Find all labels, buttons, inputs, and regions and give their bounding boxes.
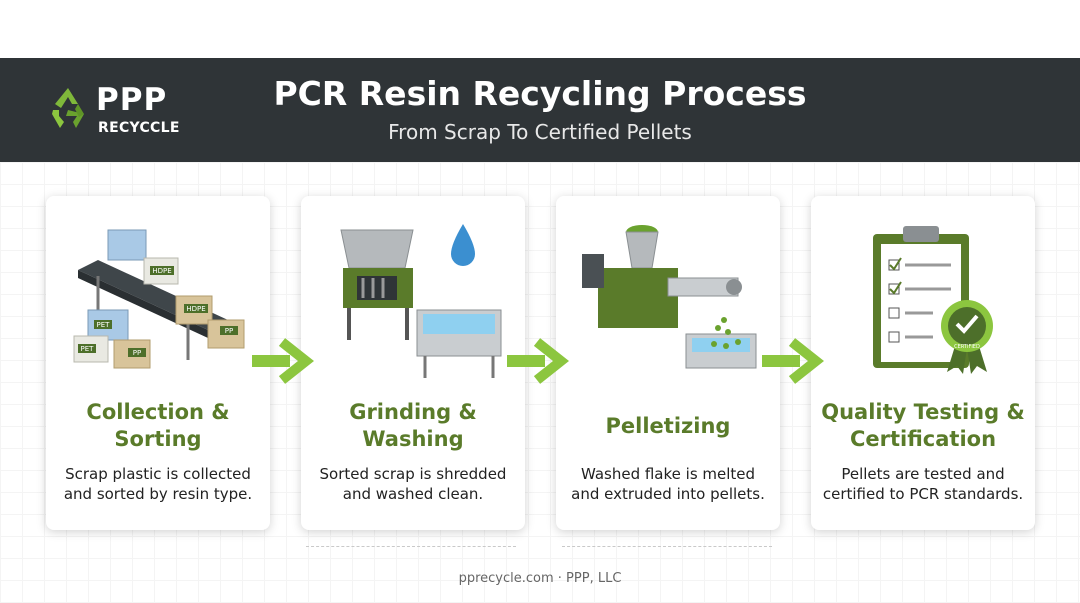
step-title: Pelletizing	[605, 413, 731, 438]
clipboard-certified-icon: CERTIFIED	[823, 210, 1023, 390]
bale-label: PP	[133, 349, 141, 357]
step-description: Scrap plastic is collected and sorted by…	[63, 465, 253, 503]
bale-label: HDPE	[152, 267, 171, 275]
arrow-right-icon	[252, 338, 314, 384]
divider	[306, 546, 516, 547]
seal-text: CERTIFIED	[954, 344, 980, 350]
bale-label: HDPE	[186, 305, 205, 313]
bale-label: PET	[97, 321, 111, 329]
step-title: Collection & Sorting	[86, 400, 230, 451]
brand-subname: RECYCCLE	[98, 120, 180, 136]
extruder-icon	[568, 210, 768, 390]
divider	[562, 546, 772, 547]
step-description: Pellets are tested and certified to PCR …	[822, 465, 1024, 503]
arrow-right-icon	[762, 338, 824, 384]
arrow-right-icon	[507, 338, 569, 384]
recycle-icon	[52, 88, 84, 128]
step-description: Sorted scrap is shredded and washed clea…	[319, 465, 507, 503]
step-card-grinding: Grinding & Washing Sorted scrap is shred…	[301, 196, 525, 530]
footer-text: pprecycle.com · PPP, LLC	[458, 571, 622, 586]
bale-label: PP	[225, 327, 233, 335]
step-card-pelletizing: Pelletizing Washed flake is melted and e…	[556, 196, 780, 530]
page-subtitle: From Scrap To Certified Pellets	[388, 120, 692, 144]
conveyor-bales-icon: HDPE HDPE PP PET PET PP	[58, 210, 258, 390]
step-title: Grinding & Washing	[349, 400, 477, 451]
bale-label: PET	[81, 345, 95, 353]
brand-logo: PPP RECYCCLE	[44, 82, 204, 142]
header-banner	[0, 58, 1080, 162]
page-title: PCR Resin Recycling Process	[273, 74, 807, 113]
step-description: Washed flake is melted and extruded into…	[571, 465, 765, 503]
step-title: Quality Testing & Certification	[821, 400, 1025, 451]
step-card-quality: CERTIFIED Quality Testing & Certificatio…	[811, 196, 1035, 530]
step-card-collection: HDPE HDPE PP PET PET PP Collection & Sor…	[46, 196, 270, 530]
brand-name: PPP	[96, 82, 168, 118]
shredder-wash-tank-icon	[313, 210, 513, 390]
